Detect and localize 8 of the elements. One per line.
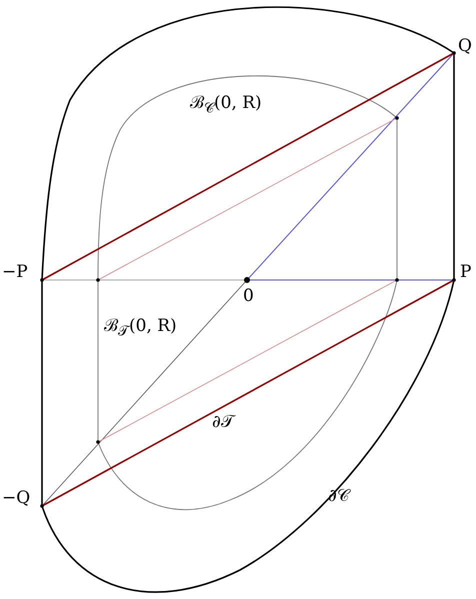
point-label: 0 xyxy=(243,288,254,305)
region-label: ℬ$_{𝒯}$(0, R) xyxy=(104,318,177,339)
point-label: −P xyxy=(2,264,28,281)
point-label: P xyxy=(460,264,472,281)
point-label: −Q xyxy=(2,490,30,507)
region-label: ℬ$_{𝒞}$(0, R) xyxy=(190,95,262,116)
boundary-label: ∂𝒯 xyxy=(212,414,234,431)
point-label: Q xyxy=(458,38,472,55)
